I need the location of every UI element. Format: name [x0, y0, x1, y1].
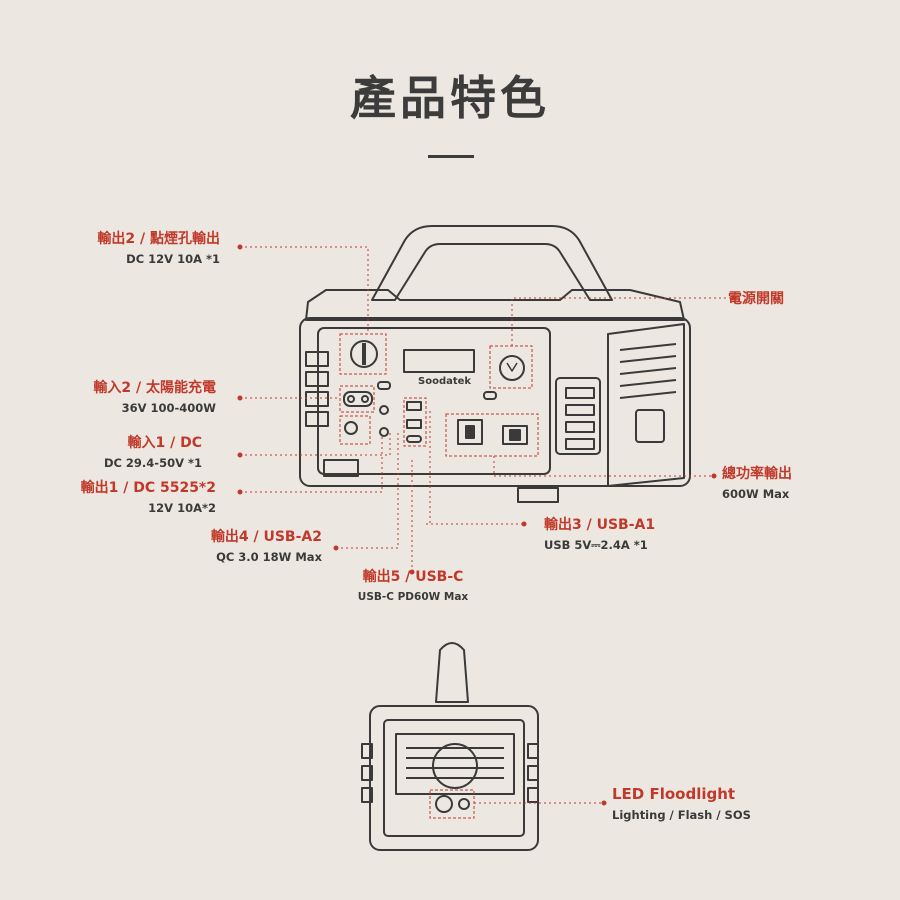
callout-output3-spec: USB 5V⎓2.4A *1: [544, 538, 648, 552]
handle: [371, 225, 613, 301]
callout-input2-spec: 36V 100-400W: [121, 401, 216, 415]
ac-outlet-2: [502, 425, 528, 445]
callout-output2-title: 輸出2 / 點煙孔輸出: [97, 231, 220, 247]
main-body: [299, 317, 691, 487]
callout-output4: 輸出4 / USB-A2 QC 3.0 18W Max: [211, 530, 322, 564]
lcd-display: [403, 349, 475, 373]
callout-input1-5525: 輸出1 / DC 5525*2 12V 10A*2: [81, 481, 216, 515]
callout-output3: 輸出3 / USB-A1 USB 5V⎓2.4A *1: [544, 518, 655, 552]
callout-input1-5525-title: 輸出1 / DC 5525*2: [80, 480, 216, 496]
callout-floodlight: LED Floodlight Lighting / Flash / SOS: [612, 787, 751, 822]
ac-outlet-1: [457, 419, 483, 445]
callout-output5-title: 輸出5 / USB-C: [362, 569, 464, 585]
callout-output3-title: 輸出3 / USB-A1: [544, 517, 656, 533]
callout-total-output: 總功率輸出 600W Max: [722, 467, 792, 501]
power-button: [499, 355, 525, 381]
title-divider: [428, 155, 474, 158]
callout-floodlight-title: LED Floodlight: [612, 785, 736, 803]
callout-output4-spec: QC 3.0 18W Max: [216, 550, 322, 564]
callout-input1-dc-spec: DC 29.4-50V *1: [103, 456, 202, 470]
callout-output2-spec: DC 12V 10A *1: [126, 252, 220, 266]
callout-power-switch: 電源開關: [728, 292, 784, 306]
callout-input1-dc-title: 輸入1 / DC: [127, 435, 203, 451]
callout-power-switch-title: 電源開關: [728, 291, 784, 307]
brand-logo: Soodatek: [418, 376, 471, 387]
callout-total-output-title: 總功率輸出: [722, 466, 792, 482]
callout-input1-5525-spec: 12V 10A*2: [148, 501, 216, 515]
cigarette-port: [350, 340, 378, 368]
side-view-handle: [435, 642, 469, 703]
callout-floodlight-spec: Lighting / Flash / SOS: [612, 808, 751, 822]
page-title: 產品特色: [350, 71, 550, 125]
callout-output5: 輸出5 / USB-C USB-C PD60W Max: [348, 570, 478, 603]
callout-total-output-spec: 600W Max: [722, 487, 790, 501]
callout-input2: 輸入2 / 太陽能充電 36V 100-400W: [93, 381, 216, 415]
callout-output2: 輸出2 / 點煙孔輸出 DC 12V 10A *1: [97, 232, 220, 266]
callout-input1-dc: 輸入1 / DC DC 29.4-50V *1: [104, 436, 202, 470]
top-lid: [305, 289, 685, 321]
callout-input2-title: 輸入2 / 太陽能充電: [93, 380, 216, 396]
floodlight-lens: [435, 795, 453, 813]
callout-output5-spec: USB-C PD60W Max: [357, 591, 469, 603]
side-panel: [607, 323, 685, 487]
callout-output4-title: 輸出4 / USB-A2: [210, 529, 322, 545]
